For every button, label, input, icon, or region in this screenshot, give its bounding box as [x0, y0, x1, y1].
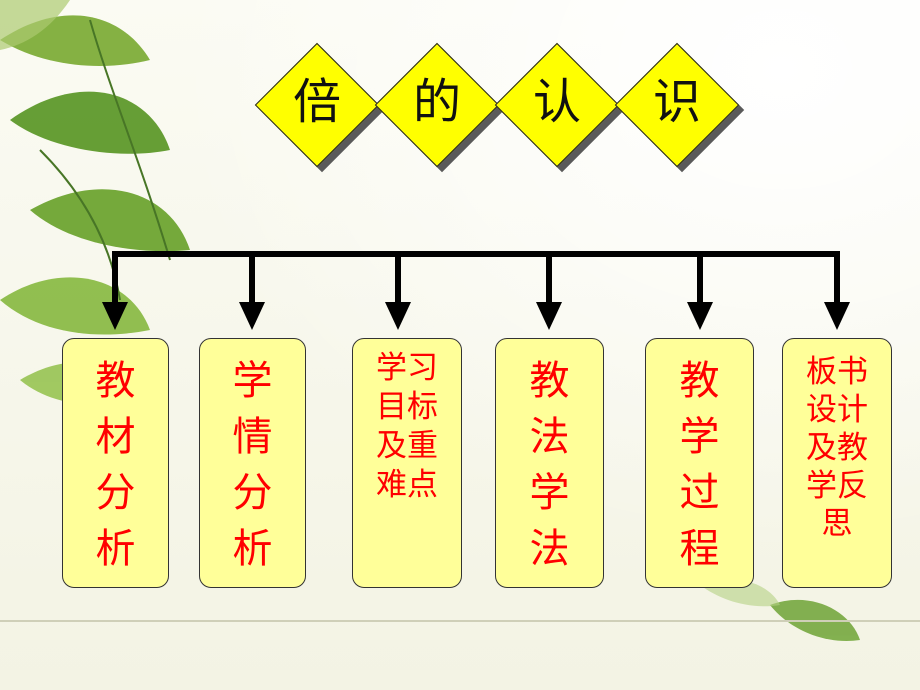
- box-label-1: 教 材 分 析: [95, 358, 136, 572]
- box-label-3: 学习 目标 及重 难点: [376, 350, 438, 503]
- title-diamond-4: 识: [614, 42, 745, 173]
- box-textbook-analysis: 教 材 分 析: [62, 338, 169, 588]
- title-char-4: 识: [652, 74, 701, 130]
- arrow-3: [385, 254, 411, 330]
- box-student-analysis: 学 情 分 析: [199, 338, 306, 588]
- box-label-6: 板书 设计 及教 学反 思: [806, 354, 868, 542]
- arrow-1: [102, 252, 128, 330]
- title-diamond-2: 的: [374, 42, 505, 173]
- title-diamond-1: 倍: [254, 42, 385, 173]
- box-learning-goals: 学习 目标 及重 难点: [352, 338, 462, 588]
- box-board-design: 板书 设计 及教 学反 思: [782, 338, 892, 588]
- box-teaching-process: 教 学 过 程: [645, 338, 754, 588]
- arrow-4: [536, 254, 562, 330]
- title-diamond-3: 认: [494, 42, 625, 173]
- arrow-2: [239, 254, 265, 330]
- arrow-6: [824, 252, 850, 330]
- arrow-5: [687, 254, 713, 330]
- title-char-3: 认: [532, 74, 581, 130]
- title-char-2: 的: [412, 74, 461, 130]
- box-teaching-methods: 教 法 学 法: [495, 338, 604, 588]
- box-label-4: 教 法 学 法: [529, 358, 570, 572]
- title-char-1: 倍: [292, 74, 341, 130]
- box-label-5: 教 学 过 程: [679, 358, 720, 572]
- box-label-2: 学 情 分 析: [232, 358, 273, 572]
- floor-line: [0, 620, 920, 622]
